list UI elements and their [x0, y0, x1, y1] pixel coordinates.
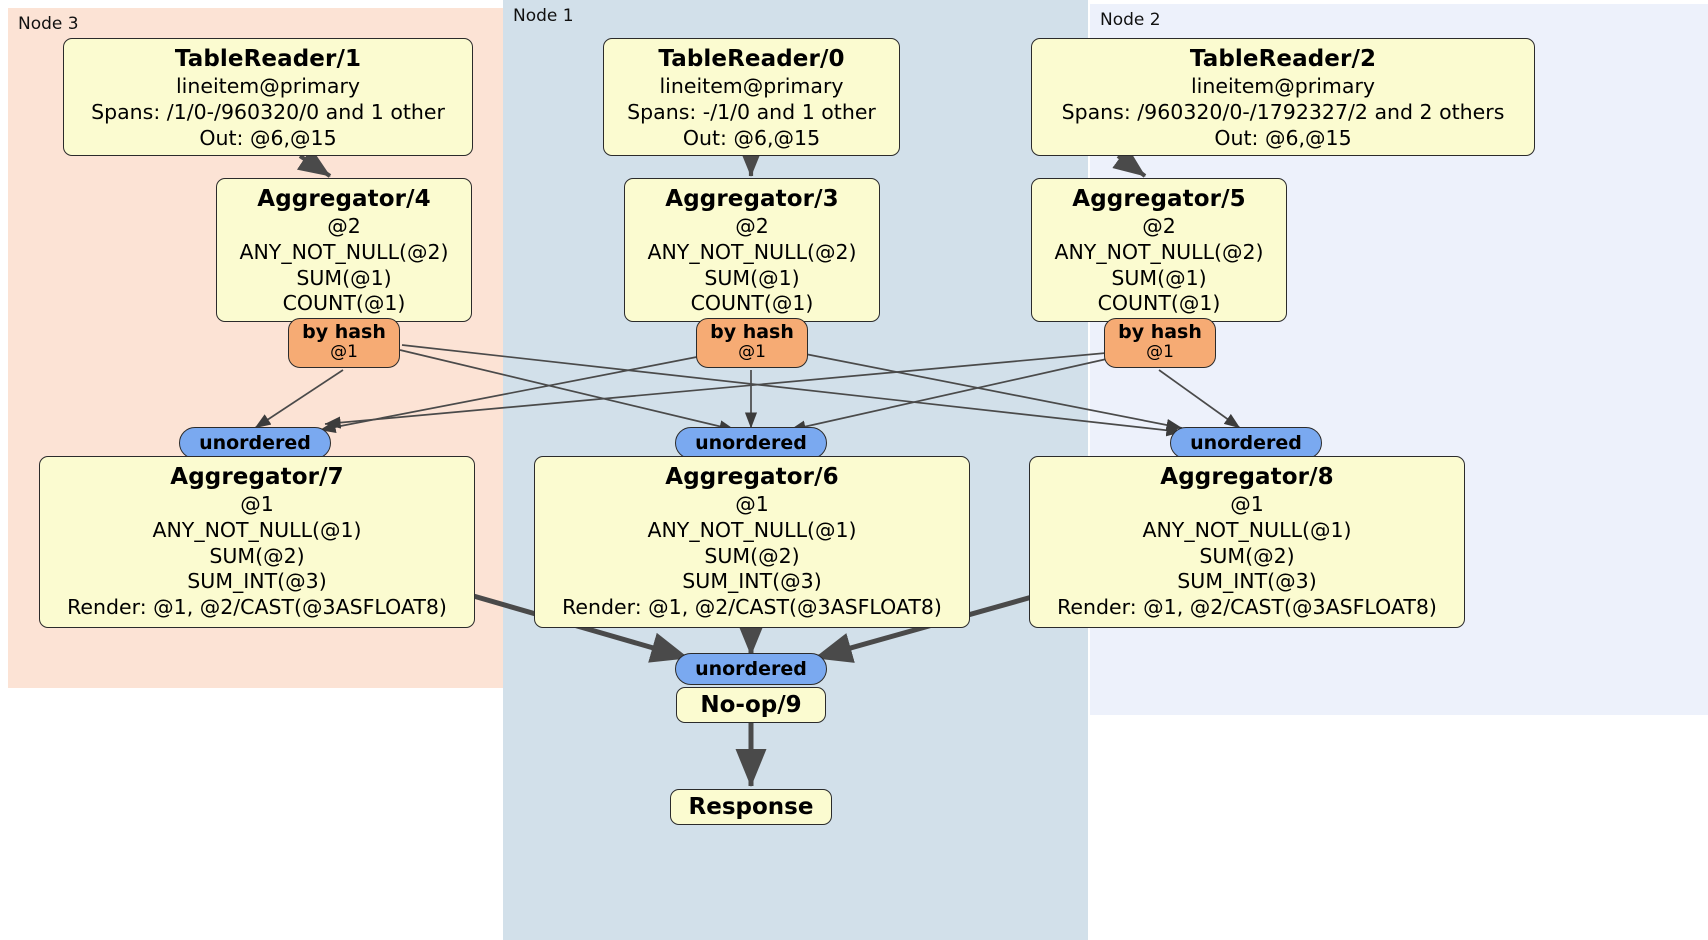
- processor-line: @2: [735, 213, 769, 238]
- processor-line: @2: [1142, 213, 1176, 238]
- panel-node-2-label: Node 2: [1100, 10, 1161, 30]
- processor-line: @1: [1230, 491, 1264, 516]
- panel-node-1-label: Node 1: [513, 6, 574, 26]
- router-kind: by hash: [302, 321, 386, 343]
- processor-tablereader-0[interactable]: TableReader/0 lineitem@primary Spans: -/…: [603, 38, 900, 156]
- input-sync-unordered-final[interactable]: unordered: [675, 653, 827, 685]
- processor-line: COUNT(@1): [690, 291, 814, 316]
- processor-line: Render: @1, @2/CAST(@3ASFLOAT8): [67, 595, 447, 620]
- processor-tablereader-2[interactable]: TableReader/2 lineitem@primary Spans: /9…: [1031, 38, 1535, 156]
- input-sync-unordered-left[interactable]: unordered: [179, 427, 331, 459]
- processor-aggregator-5[interactable]: Aggregator/5 @2 ANY_NOT_NULL(@2) SUM(@1)…: [1031, 178, 1287, 322]
- processor-title: Aggregator/6: [665, 464, 839, 490]
- processor-line: ANY_NOT_NULL(@1): [1142, 517, 1352, 542]
- processor-line: ANY_NOT_NULL(@2): [239, 239, 449, 264]
- processor-line: @1: [735, 491, 769, 516]
- processor-title: TableReader/1: [174, 46, 362, 72]
- processor-line: @1: [240, 491, 274, 516]
- processor-line: Render: @1, @2/CAST(@3ASFLOAT8): [562, 595, 942, 620]
- processor-line: SUM(@2): [209, 543, 305, 568]
- processor-line: COUNT(@1): [1097, 291, 1221, 316]
- router-column: @1: [330, 341, 358, 362]
- processor-title: Aggregator/7: [170, 464, 344, 490]
- processor-line: lineitem@primary: [1190, 73, 1376, 98]
- processor-line: lineitem@primary: [175, 73, 361, 98]
- processor-line: SUM_INT(@3): [682, 569, 822, 594]
- processor-line: SUM(@1): [704, 265, 800, 290]
- processor-line: Spans: /1/0-/960320/0 and 1 other: [91, 99, 445, 124]
- processor-no-op-9[interactable]: No-op/9: [676, 687, 826, 723]
- processor-title: Aggregator/8: [1160, 464, 1334, 490]
- processor-line: Out: @6,@15: [1214, 125, 1352, 150]
- processor-title: Aggregator/3: [665, 186, 839, 212]
- input-sync-unordered-center[interactable]: unordered: [675, 427, 827, 459]
- processor-title: Aggregator/4: [257, 186, 431, 212]
- processor-line: Out: @6,@15: [199, 125, 337, 150]
- processor-line: lineitem@primary: [659, 73, 844, 98]
- processor-line: @2: [327, 213, 361, 238]
- processor-title: Response: [688, 794, 814, 820]
- processor-response[interactable]: Response: [670, 789, 832, 825]
- sync-label: unordered: [695, 657, 807, 680]
- router-column: @1: [738, 341, 766, 362]
- processor-line: SUM(@1): [296, 265, 392, 290]
- panel-node-3-label: Node 3: [18, 14, 79, 34]
- processor-title: No-op/9: [700, 692, 802, 718]
- processor-line: ANY_NOT_NULL(@1): [152, 517, 362, 542]
- processor-line: SUM(@2): [1199, 543, 1295, 568]
- router-kind: by hash: [1118, 321, 1202, 343]
- router-column: @1: [1146, 341, 1174, 362]
- router-kind: by hash: [710, 321, 794, 343]
- processor-line: ANY_NOT_NULL(@2): [1054, 239, 1264, 264]
- sync-label: unordered: [199, 431, 311, 454]
- input-sync-unordered-right[interactable]: unordered: [1170, 427, 1322, 459]
- output-router-by-hash-center[interactable]: by hash @1: [696, 318, 808, 368]
- processor-tablereader-1[interactable]: TableReader/1 lineitem@primary Spans: /1…: [63, 38, 473, 156]
- output-router-by-hash-right[interactable]: by hash @1: [1104, 318, 1216, 368]
- processor-line: SUM_INT(@3): [187, 569, 327, 594]
- processor-line: Render: @1, @2/CAST(@3ASFLOAT8): [1057, 595, 1437, 620]
- output-router-by-hash-left[interactable]: by hash @1: [288, 318, 400, 368]
- processor-title: TableReader/0: [658, 46, 845, 72]
- processor-line: ANY_NOT_NULL(@1): [647, 517, 857, 542]
- processor-aggregator-8[interactable]: Aggregator/8 @1 ANY_NOT_NULL(@1) SUM(@2)…: [1029, 456, 1465, 628]
- processor-line: SUM(@1): [1111, 265, 1207, 290]
- sync-label: unordered: [695, 431, 807, 454]
- processor-aggregator-7[interactable]: Aggregator/7 @1 ANY_NOT_NULL(@1) SUM(@2)…: [39, 456, 475, 628]
- processor-line: Spans: /960320/0-/1792327/2 and 2 others: [1061, 99, 1505, 124]
- sync-label: unordered: [1190, 431, 1302, 454]
- processor-line: COUNT(@1): [282, 291, 406, 316]
- processor-aggregator-4[interactable]: Aggregator/4 @2 ANY_NOT_NULL(@2) SUM(@1)…: [216, 178, 472, 322]
- processor-aggregator-6[interactable]: Aggregator/6 @1 ANY_NOT_NULL(@1) SUM(@2)…: [534, 456, 970, 628]
- processor-line: ANY_NOT_NULL(@2): [647, 239, 857, 264]
- processor-line: Spans: -/1/0 and 1 other: [627, 99, 876, 124]
- processor-line: SUM(@2): [704, 543, 800, 568]
- processor-aggregator-3[interactable]: Aggregator/3 @2 ANY_NOT_NULL(@2) SUM(@1)…: [624, 178, 880, 322]
- processor-line: SUM_INT(@3): [1177, 569, 1317, 594]
- processor-title: Aggregator/5: [1072, 186, 1246, 212]
- processor-title: TableReader/2: [1189, 46, 1377, 72]
- processor-line: Out: @6,@15: [682, 125, 821, 150]
